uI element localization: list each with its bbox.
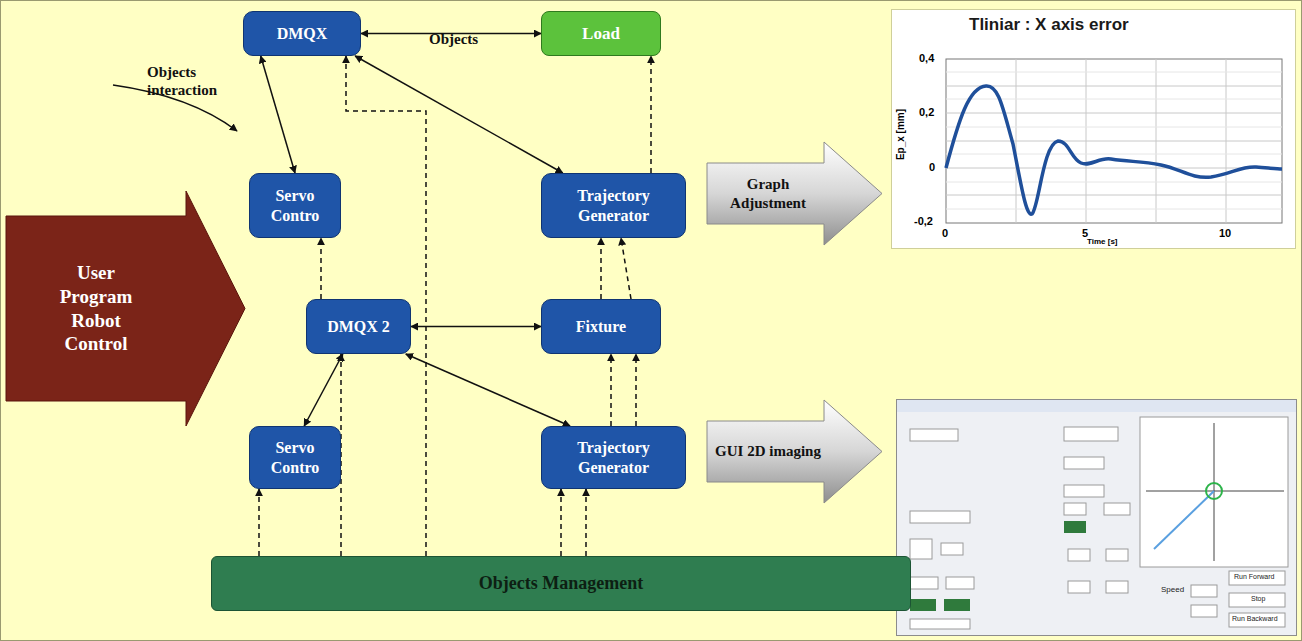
node-text: Load bbox=[582, 24, 620, 44]
object-box: Servo Contro bbox=[249, 173, 341, 238]
axis-tick: 0,2 bbox=[919, 106, 934, 118]
object-box: Trajectory Generator bbox=[541, 173, 686, 238]
gui-controls bbox=[910, 417, 1288, 629]
dashed-connector bbox=[650, 56, 652, 173]
gui-label: Speed bbox=[1161, 585, 1184, 594]
block-arrow: Graph Adjustment bbox=[706, 141, 884, 246]
button-label: Run Forward bbox=[1234, 573, 1274, 580]
node-text: DMQX bbox=[277, 24, 328, 43]
axis-tick: 0 bbox=[929, 161, 935, 173]
node-text: GUI 2D imaging bbox=[715, 442, 821, 461]
error-curve bbox=[946, 86, 1282, 214]
block-arrow: User Program Robot Control bbox=[6, 191, 246, 426]
node-text: Trajectory Generator bbox=[548, 186, 679, 224]
object-box: Fixture bbox=[541, 299, 661, 354]
chart-picture bbox=[891, 9, 1296, 249]
gui-screenshot bbox=[896, 399, 1298, 637]
label-text: Objects bbox=[429, 31, 478, 48]
dashed-connector bbox=[621, 238, 631, 299]
management-band: Objects Management bbox=[211, 556, 911, 611]
connector bbox=[355, 56, 563, 173]
note-text: Objects interaction bbox=[147, 63, 227, 99]
axis-tick: 0 bbox=[942, 227, 948, 239]
node-text: User Program Robot Control bbox=[46, 261, 146, 356]
dashed-connector bbox=[258, 489, 260, 556]
node-text: Servo Contro bbox=[256, 186, 334, 224]
chart-title: Tliniar : X axis error bbox=[969, 15, 1129, 35]
node-text: Servo Contro bbox=[256, 438, 334, 476]
dashed-connector bbox=[560, 489, 562, 556]
axis-tick: 10 bbox=[1219, 227, 1231, 239]
dashed-connector bbox=[320, 238, 322, 299]
button-label: Stop bbox=[1251, 595, 1265, 602]
arrow-outline bbox=[6, 191, 245, 426]
object-box: DMQX 2 bbox=[306, 299, 411, 354]
object-box: Servo Contro bbox=[249, 426, 341, 489]
axis-tick: 0,4 bbox=[919, 52, 934, 64]
node-text: DMQX 2 bbox=[327, 317, 390, 336]
object-box: Trajectory Generator bbox=[541, 426, 686, 489]
plot-area bbox=[946, 59, 1282, 223]
block-arrow: GUI 2D imaging bbox=[706, 399, 884, 504]
dashed-connector bbox=[610, 354, 612, 426]
object-box: DMQX bbox=[243, 11, 361, 56]
arrow-outline bbox=[707, 400, 882, 503]
arrow-outline bbox=[707, 142, 882, 245]
node-text: Fixture bbox=[576, 317, 626, 336]
node-text: Trajectory Generator bbox=[548, 438, 679, 476]
connector bbox=[261, 56, 295, 173]
connector bbox=[406, 354, 570, 426]
dashed-connector bbox=[635, 354, 637, 426]
axis-title: Time [s] bbox=[1087, 237, 1118, 246]
connector bbox=[304, 354, 343, 426]
grid-lines bbox=[946, 59, 1282, 223]
dashed-connector bbox=[600, 238, 602, 299]
arrow-shape bbox=[6, 191, 246, 426]
node-text: Objects Management bbox=[479, 573, 643, 594]
axis-title: Ep_x [mm] bbox=[895, 109, 906, 160]
connector bbox=[411, 326, 541, 328]
button-label: Run Backward bbox=[1232, 615, 1278, 622]
arrow-shape bbox=[706, 141, 884, 246]
dashed-connector bbox=[585, 489, 587, 556]
axis-tick: -0,2 bbox=[914, 215, 933, 227]
chart-frame bbox=[892, 10, 1296, 249]
load-box: Load bbox=[541, 11, 661, 56]
node-text: Graph Adjustment bbox=[713, 175, 823, 213]
